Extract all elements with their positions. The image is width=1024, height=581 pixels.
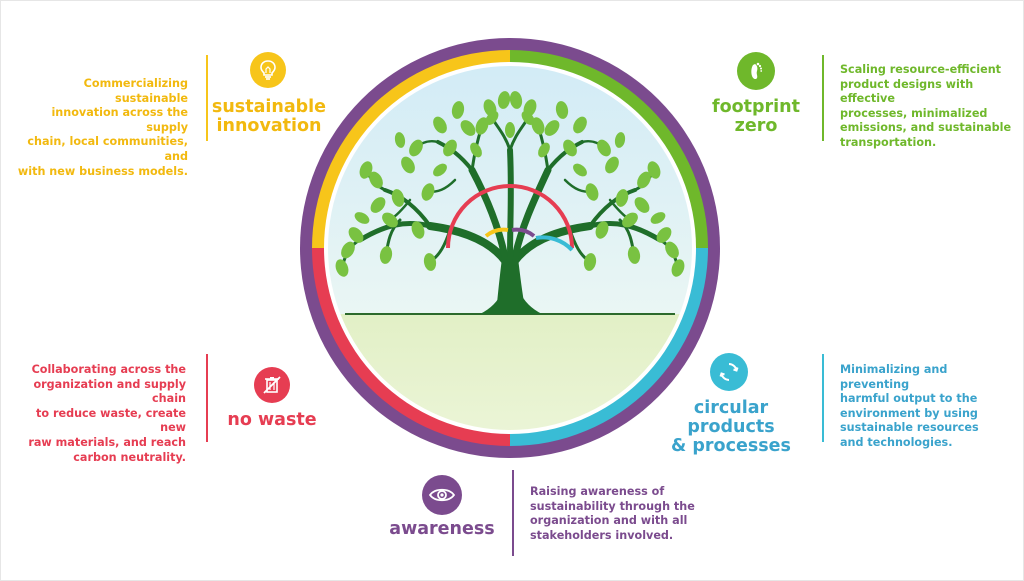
desc-line: Raising awareness of [530,485,665,498]
desc-line: and technologies. [840,435,953,449]
circular-products-title: circular products & processes [650,399,812,456]
recycle-arrows-icon [710,353,748,391]
desc-line: processes, minimalized [840,106,988,120]
desc-line: organization and with all [530,514,688,528]
sustainable-innovation-description: Commercializing sustainable innovation a… [10,77,188,179]
title-line: sustainable [211,97,327,117]
awareness-description: Raising awareness of sustainability thro… [530,485,730,543]
footprint-zero-description: Scaling resource-efficient product desig… [840,63,1020,151]
desc-line: raw materials, and reach [28,435,186,449]
title-line: zero [734,116,778,136]
footprint-zero-title: footprint zero [700,98,812,136]
desc-line: Commercializing sustainable [83,77,188,105]
desc-line: carbon neutrality. [73,450,186,464]
divider-line [822,354,824,442]
lightbulb-icon [250,52,286,88]
desc-line: emissions, and sustainable [840,121,1012,135]
no-waste-description: Collaborating across the organization an… [10,363,186,465]
desc-line: transportation. [840,135,937,149]
divider-line [822,55,824,141]
title-line: no waste [227,410,317,430]
title-line: innovation [216,116,322,136]
desc-line: Minimalizing and preventing [840,363,948,391]
title-line: awareness [389,519,495,539]
circular-products-description: Minimalizing and preventing harmful outp… [840,363,1020,451]
title-line: footprint [711,97,800,117]
desc-line: harmful output to the [840,392,978,406]
tree-illustration [335,91,685,314]
title-line: circular products [687,398,775,437]
title-line: & processes [671,436,791,456]
desc-line: sustainable resources [840,421,979,435]
desc-line: chain, local communities, and [27,135,188,163]
desc-line: product designs with effective [840,77,974,106]
tree-circle-diagram [300,38,720,458]
divider-line [206,354,208,442]
divider-line [512,470,514,556]
desc-line: environment by using [840,406,978,420]
desc-line: to reduce waste, create new [36,406,186,435]
divider-line [206,55,208,141]
desc-line: Collaborating across the [31,363,186,376]
desc-line: with new business models. [17,164,188,178]
trash-crossed-icon [254,367,290,403]
eye-icon [422,475,462,515]
desc-line: stakeholders involved. [530,528,674,542]
desc-line: innovation across the supply [51,106,188,134]
awareness-title: awareness [386,520,498,539]
desc-line: sustainability through the [530,499,695,513]
sustainable-innovation-title: sustainable innovation [208,98,330,136]
footprint-icon [737,52,775,90]
desc-line: Scaling resource-efficient [840,63,1002,76]
no-waste-title: no waste [220,411,324,430]
desc-line: organization and supply chain [33,377,186,406]
